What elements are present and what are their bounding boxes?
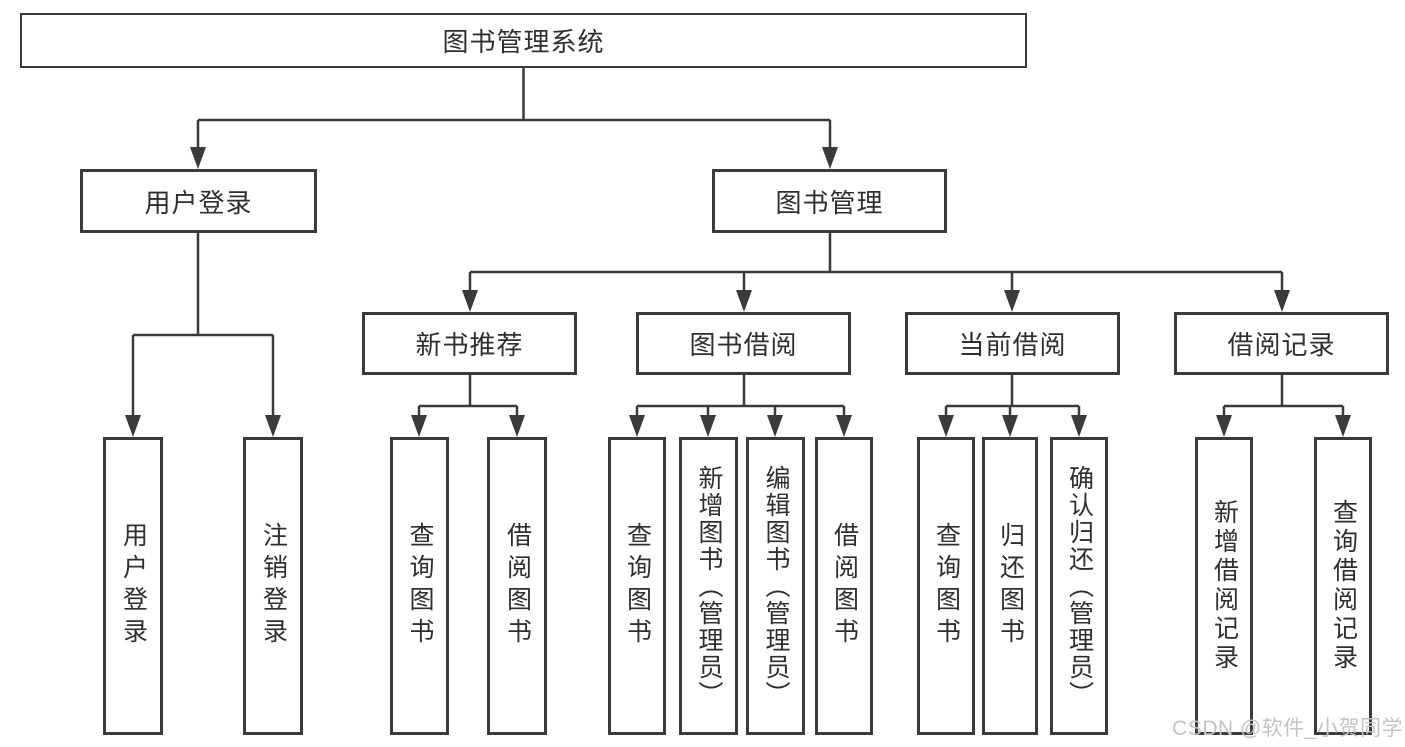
leaf-label: 用户登录 [119,522,148,650]
arrowhead [509,415,525,437]
leaf-label: 查询图书 [623,522,652,650]
leaf-label: 借阅图书 [503,522,532,650]
arrowhead [125,415,141,437]
arrowhead [836,415,852,437]
leaf-borrow-book-2: 借阅图书 [815,437,873,735]
leaf-add-borrow-record: 新增借阅记录 [1195,437,1253,735]
node-label: 借阅记录 [1227,330,1336,360]
node-label: 图书借阅 [689,330,798,360]
arrowhead [1216,415,1232,437]
leaf-user-login: 用户登录 [103,437,163,735]
leaf-confirm-return-admin: 确认归还（管理员） [1050,437,1108,735]
leaf-return-book: 归还图书 [982,437,1038,735]
node-label: 图书管理 [775,187,884,218]
leaf-label: 查询图书 [932,522,961,650]
node-label: 当前借阅 [958,330,1067,360]
node-book-management: 图书管理 [712,169,947,233]
node-label: 新书推荐 [415,330,524,360]
node-current-borrow: 当前借阅 [905,312,1120,375]
arrowhead [190,147,206,169]
arrowhead [938,415,954,437]
connector-bookmgmt-to-level3 [468,233,1284,292]
connector-newbook-to-leaves [417,375,519,418]
arrowhead [1002,415,1018,437]
leaf-query-book-3: 查询图书 [917,437,975,735]
node-user-login: 用户登录 [80,169,317,233]
arrowhead [462,290,478,312]
arrowhead [265,415,281,437]
leaf-label: 新增图书（管理员） [695,464,723,708]
connector-root-to-level2 [196,68,832,150]
leaf-label: 确认归还（管理员） [1065,464,1094,708]
arrowhead [1004,290,1020,312]
connector-userlogin-to-leaves [131,233,275,418]
leaf-add-book-admin: 新增图书（管理员） [679,437,738,735]
arrowhead [1071,415,1087,437]
connector-currentborrow-to-leaves [944,375,1081,418]
node-book-borrow: 图书借阅 [636,312,851,375]
arrowhead [629,415,645,437]
leaf-logout: 注销登录 [243,437,303,735]
leaf-borrow-book-1: 借阅图书 [487,437,547,735]
leaf-edit-book-admin: 编辑图书（管理员） [746,437,805,735]
arrowhead [700,415,716,437]
leaf-label: 编辑图书（管理员） [762,464,790,708]
leaf-query-book-1: 查询图书 [390,437,449,735]
leaf-label: 查询借阅记录 [1329,499,1358,673]
arrowhead [411,415,427,437]
arrowhead [736,290,752,312]
csdn-watermark: CSDN @软件_小贺同学 [1172,717,1403,740]
node-borrow-record: 借阅记录 [1174,312,1389,375]
connector-borrowrecord-to-leaves [1222,375,1345,418]
arrowhead [1335,415,1351,437]
leaf-label: 查询图书 [406,522,434,650]
leaf-query-book-2: 查询图书 [608,437,666,735]
node-root: 图书管理系统 [20,13,1027,68]
leaf-label: 注销登录 [259,522,288,650]
connector-bookborrow-to-leaves [635,375,846,418]
arrowhead [1274,290,1290,312]
arrowhead [822,147,838,169]
leaf-label: 归还图书 [996,522,1025,650]
leaf-query-borrow-record: 查询借阅记录 [1314,437,1372,735]
leaf-label: 新增借阅记录 [1210,499,1239,673]
leaf-label: 借阅图书 [830,522,859,650]
node-new-book-recommend: 新书推荐 [362,312,577,375]
node-label: 用户登录 [144,187,253,218]
arrowhead [767,415,783,437]
node-root-label: 图书管理系统 [442,27,605,57]
